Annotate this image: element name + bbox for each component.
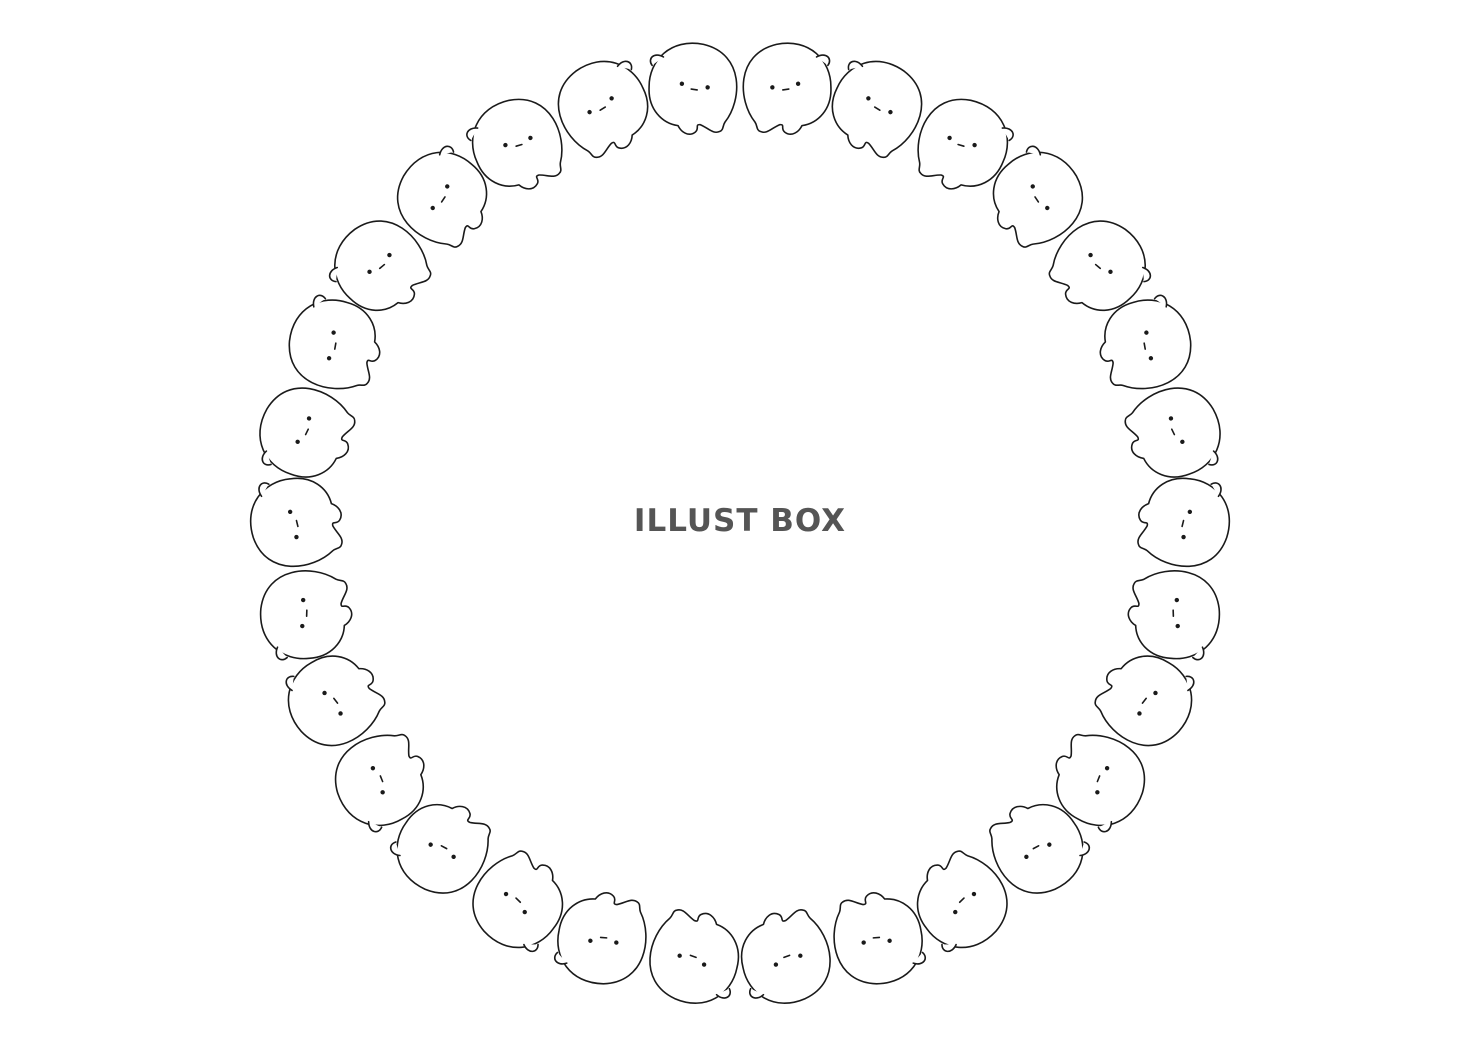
ghost-icon <box>1126 568 1222 663</box>
ghost-icon <box>243 372 367 495</box>
ghost-icon <box>736 36 840 141</box>
ghost-icon <box>552 888 650 988</box>
ghost-icon <box>726 898 844 1017</box>
watermark-label: ILLUST BOX <box>633 503 847 539</box>
ghost-icon <box>830 888 928 988</box>
ghost-icon <box>636 898 754 1017</box>
ghost-icon <box>1113 372 1237 495</box>
ghost-icon <box>640 36 744 141</box>
ghost-icon <box>258 568 354 663</box>
